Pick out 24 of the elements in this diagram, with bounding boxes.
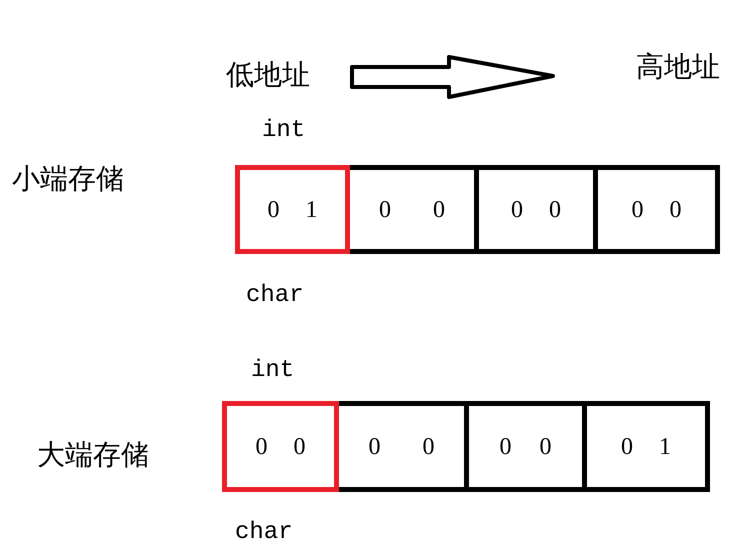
- address-label: 高地址: [636, 52, 720, 83]
- type-label: char: [235, 520, 293, 546]
- memory-cell: [339, 401, 469, 492]
- highlighted-memory-cell: [222, 401, 339, 492]
- row-label: 小端存储: [12, 164, 124, 195]
- address-label: 低地址: [226, 60, 310, 91]
- byte-value: 0 0: [632, 196, 682, 222]
- memory-cell: [350, 165, 479, 254]
- memory-cell: [469, 401, 587, 492]
- byte-value: 0 1: [621, 434, 671, 460]
- byte-value: 0 0: [368, 434, 434, 460]
- byte-value: 0 0: [379, 196, 445, 222]
- highlighted-memory-cell: [235, 165, 350, 254]
- memory-cell: [479, 165, 598, 254]
- type-label: char: [246, 283, 304, 310]
- byte-value: 0 0: [500, 434, 552, 460]
- memory-cell: [587, 401, 710, 492]
- type-label: int: [262, 118, 306, 144]
- type-label: int: [251, 358, 294, 384]
- byte-value: 0 1: [268, 196, 318, 222]
- memory-cell: [598, 165, 720, 254]
- byte-value: 0 0: [256, 434, 306, 460]
- byte-value: 0 0: [511, 196, 561, 222]
- row-label: 大端存储: [37, 440, 149, 471]
